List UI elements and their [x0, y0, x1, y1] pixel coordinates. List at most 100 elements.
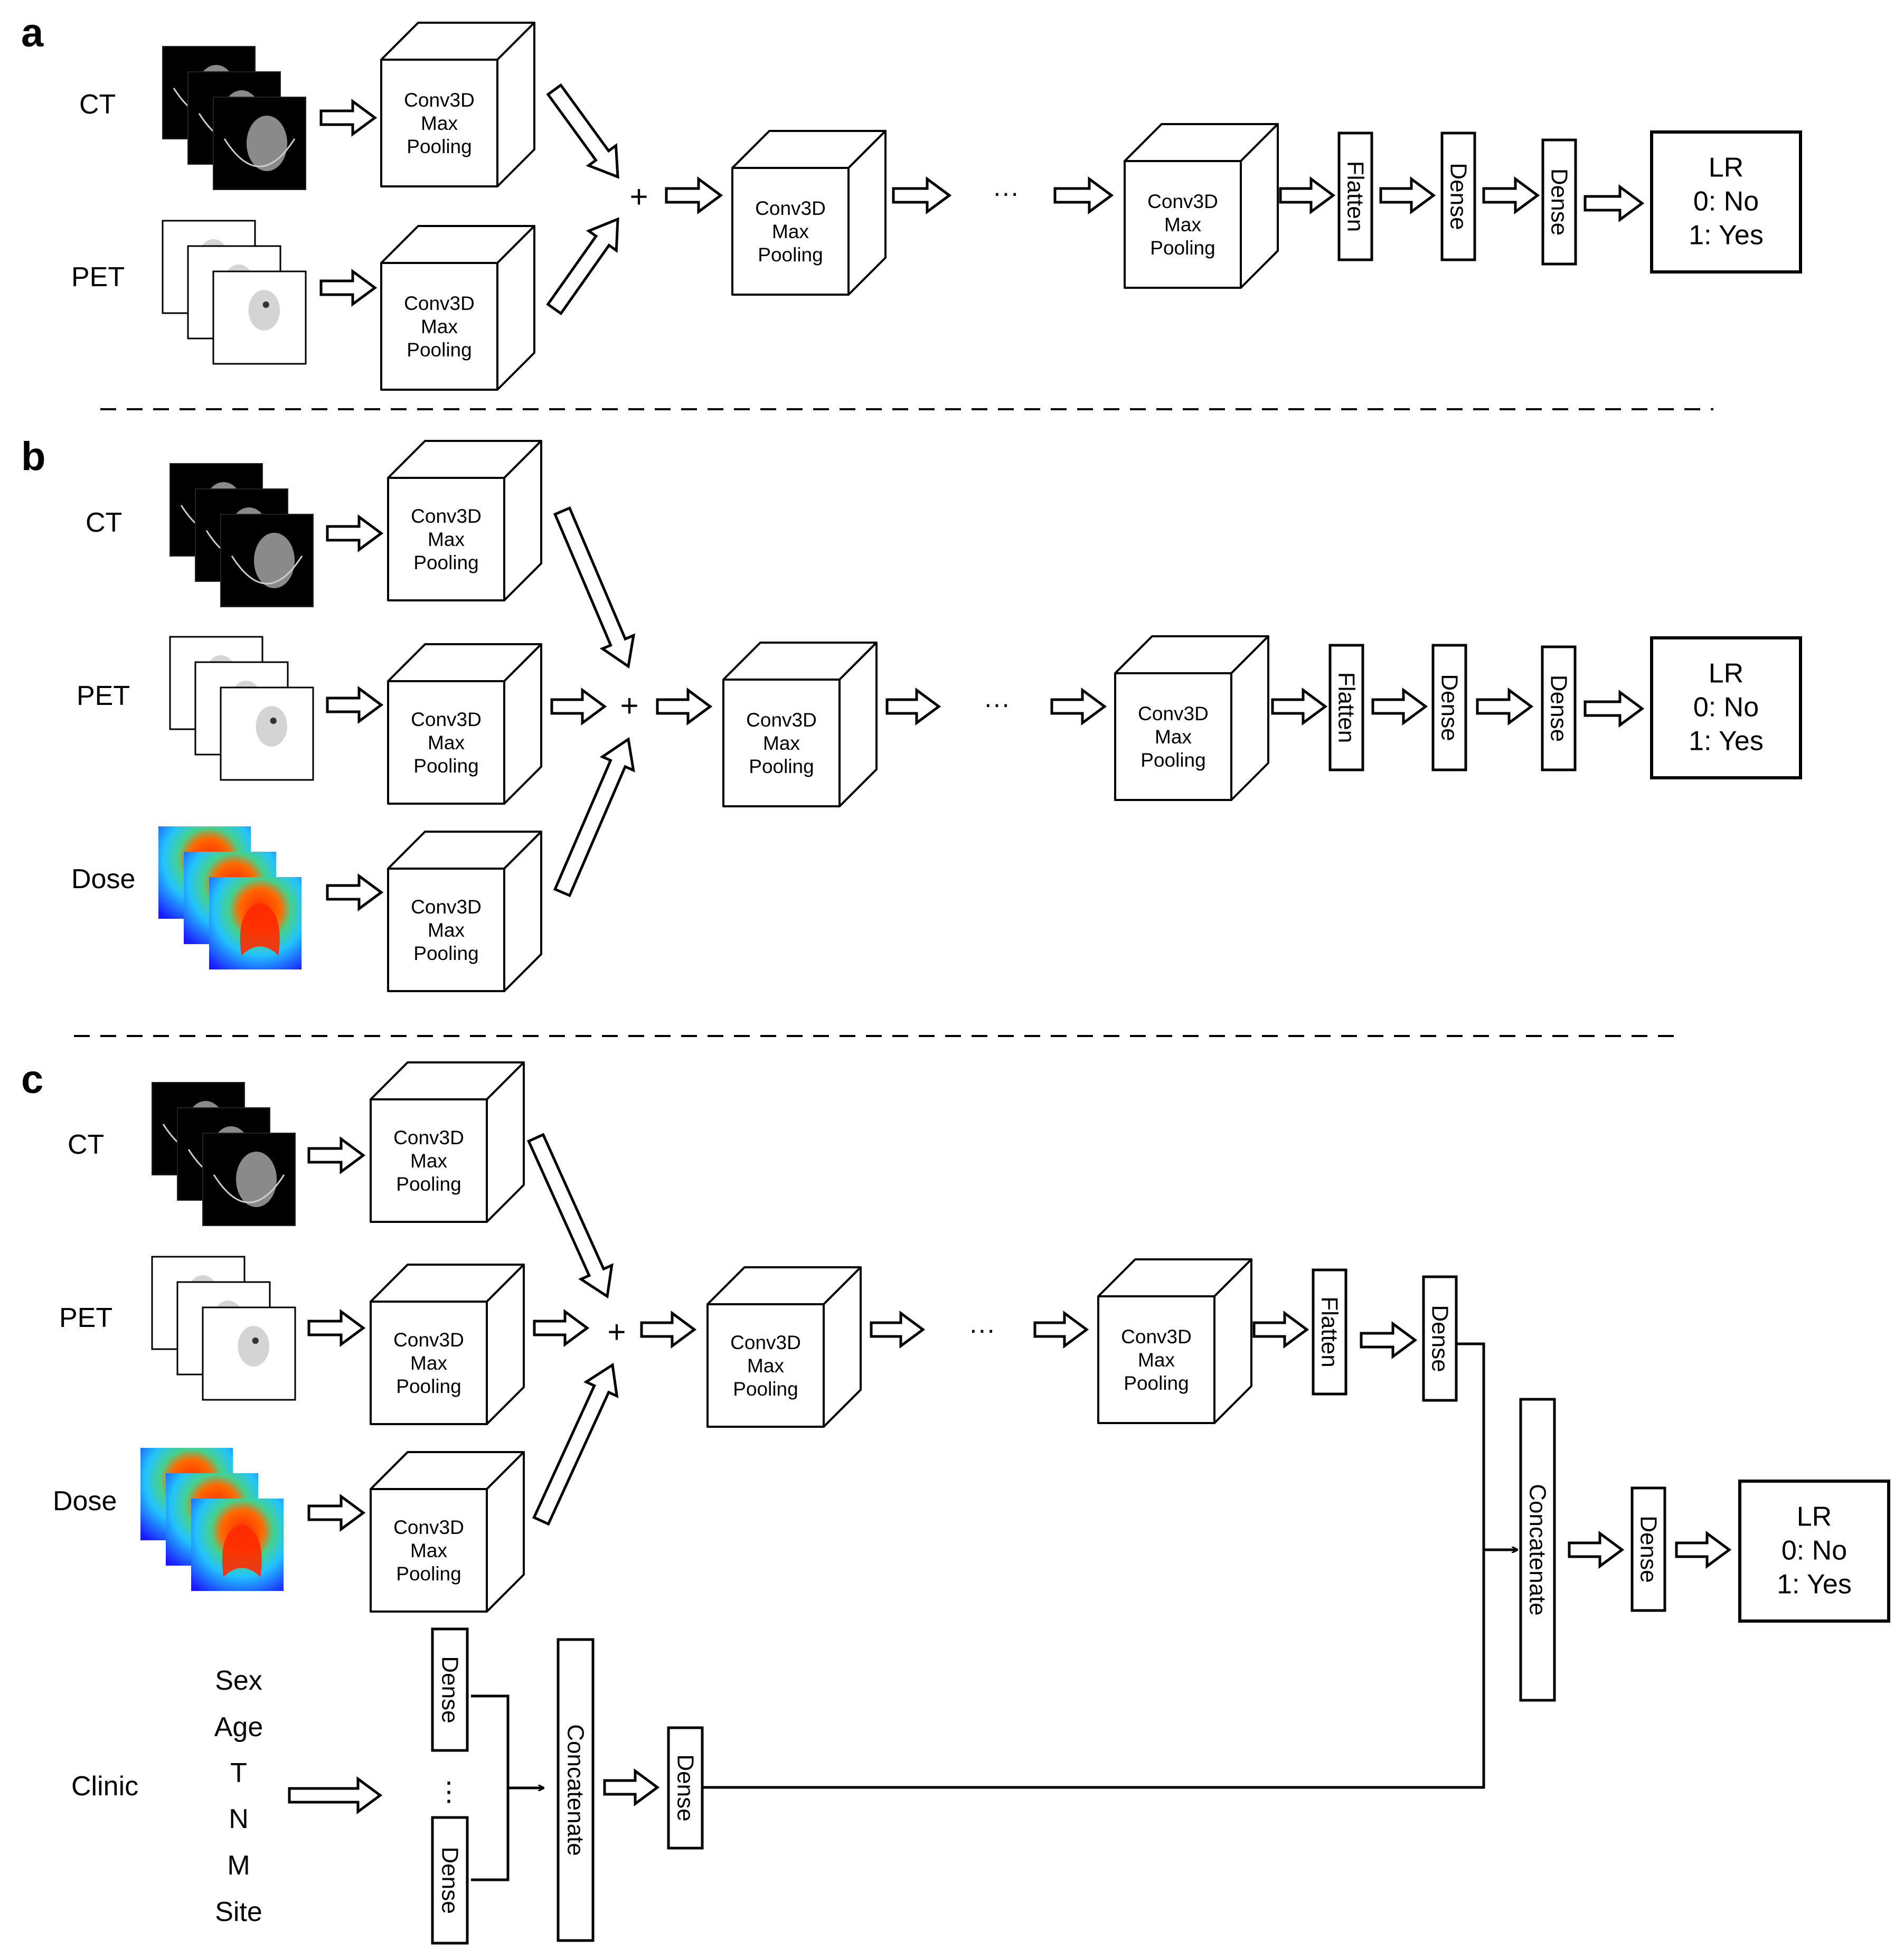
- conv-layer-text: Conv3D: [730, 1332, 801, 1353]
- conv-layer-text: Max: [1164, 214, 1201, 236]
- panel-b-flatten-arrow: [1371, 687, 1428, 726]
- panel-label-a: a: [21, 11, 44, 55]
- conv-layer-text: Pooling: [758, 244, 823, 266]
- panel-c-clinic-concat-arrow: [603, 1768, 660, 1806]
- dose-hot-region: [222, 1524, 262, 1577]
- cube-front-face: [387, 868, 505, 992]
- panel-c-concat-arrow: [1568, 1531, 1625, 1569]
- conv-layer-text: Conv3D: [411, 896, 482, 918]
- cube-front-face: [380, 262, 498, 391]
- panel-c-merge-arrow-top: [526, 1133, 614, 1299]
- pet-tissue: [248, 290, 280, 331]
- panel-c-plus-arrow: [640, 1311, 697, 1349]
- conv-layer-text: Pooling: [396, 1376, 461, 1397]
- panel-c-dose-arrow: [307, 1494, 366, 1532]
- clinic-dense-bracket: [471, 1694, 544, 1881]
- panel-b-merge-arrow-top: [553, 506, 636, 669]
- cube-front-face: [380, 59, 498, 187]
- panel-b-dense-2: Dense: [1541, 645, 1577, 771]
- panel-c-flatten-arrow: [1360, 1321, 1418, 1359]
- output-box-frame: [1738, 1480, 1890, 1623]
- panel-a-flatten-label: Flatten: [1343, 161, 1369, 232]
- clinical-feature-n: N: [229, 1804, 249, 1834]
- pet-hotspot: [262, 301, 269, 308]
- output-line: 1: Yes: [1689, 726, 1764, 757]
- conv-layer-text: Pooling: [413, 943, 478, 964]
- conv-layer-text: Max: [410, 1150, 447, 1172]
- conv-layer-text: Conv3D: [1138, 703, 1209, 724]
- panel-c-clinic-dense-1-label: Dense: [437, 1656, 463, 1723]
- panel-c-ct-stack: [152, 1082, 296, 1226]
- panel-b-pet-arrow: [326, 686, 384, 724]
- panel-c-pet-merge-arrow: [533, 1309, 590, 1347]
- panel-b-flatten: Flatten: [1328, 644, 1364, 771]
- panel-c-clinic-dense-1: Dense: [431, 1627, 469, 1752]
- panel-a-convn-arrow: [1279, 176, 1336, 214]
- panel-a-pet-stack: [162, 220, 307, 365]
- clinical-feature-m: M: [227, 1850, 250, 1881]
- panel-a-conv2-arrow: [892, 176, 952, 214]
- ct-table-arc: [223, 138, 296, 167]
- panel-c-clinic-arrow: [288, 1776, 383, 1814]
- panel-a-ct-label: CT: [79, 89, 116, 120]
- panel-b-dense-1: Dense: [1431, 644, 1467, 771]
- clinic-vertical-ellipsis: ⋮: [436, 1777, 462, 1806]
- conv-layer-text: Conv3D: [746, 709, 817, 731]
- panel-a-dense-2-box: [1541, 138, 1577, 266]
- ct-table-arc: [231, 555, 303, 585]
- panel-c-clinic-dense-3-label: Dense: [673, 1754, 699, 1821]
- panel-a-merge-arrow-top: [546, 83, 619, 179]
- panel-b-dose-label: Dose: [71, 864, 135, 894]
- conv-layer-text: Conv3D: [1121, 1326, 1192, 1348]
- panel-c-flatten-label: Flatten: [1317, 1296, 1343, 1368]
- panel-a-plus-arrow: [665, 176, 723, 214]
- panel-b-dense-1-box: [1431, 644, 1467, 771]
- cube-front-face: [731, 167, 850, 296]
- conv-layer-text: Conv3D: [411, 505, 482, 527]
- panel-c-dense-1-label: Dense: [1427, 1305, 1453, 1372]
- panel-c-dose-label: Dose: [53, 1486, 117, 1517]
- panel-a-dense-1-box: [1440, 131, 1476, 261]
- panel-b-plus-arrow: [656, 687, 713, 726]
- panel-c-clinic-dense-1-box: [431, 1627, 469, 1752]
- panel-c-pet-label: PET: [59, 1303, 112, 1333]
- panel-c-dense-1-box: [1422, 1275, 1458, 1402]
- pet-tissue: [238, 1326, 269, 1367]
- panel-c-dense-final-box: [1630, 1486, 1666, 1612]
- panel-c-dose-stack: [140, 1448, 284, 1591]
- panel-c-dense-final: Dense: [1630, 1486, 1666, 1612]
- panel-a-pet-arrow: [319, 269, 378, 307]
- panel-c-clinic-dense-2-box: [431, 1816, 469, 1945]
- output-line: 0: No: [1782, 1536, 1847, 1566]
- pet-tissue: [256, 706, 287, 747]
- panel-a-dense-2-label: Dense: [1547, 168, 1572, 236]
- panel-b-dense-1-label: Dense: [1437, 674, 1463, 741]
- conv-layer-text: Conv3D: [411, 709, 482, 730]
- panel-b-dense-2-box: [1541, 645, 1577, 771]
- panel-c-output: LR0: No1: Yes: [1738, 1480, 1890, 1623]
- output-line: LR: [1797, 1502, 1832, 1532]
- clinical-feature-sex: Sex: [215, 1665, 262, 1696]
- panel-b-convn-arrow: [1271, 687, 1328, 726]
- conv-layer-text: Max: [428, 919, 465, 941]
- conv-layer-text: Pooling: [1140, 749, 1205, 771]
- conv-layer-text: Conv3D: [393, 1127, 464, 1148]
- conv-layer-text: Pooling: [407, 339, 472, 361]
- conv-layer-text: Max: [410, 1540, 447, 1561]
- panel-c-concatenate-main-box: [1519, 1398, 1556, 1702]
- panel-b-merge-arrow-bottom: [553, 737, 635, 898]
- panel-a-flatten-box: [1337, 131, 1373, 261]
- panel-b-output: LR0: No1: Yes: [1650, 636, 1802, 779]
- panel-b-flatten-label: Flatten: [1334, 672, 1360, 743]
- pet-hotspot: [270, 717, 277, 724]
- panel-c-clinic-label: Clinic: [71, 1771, 138, 1802]
- panel-c-merge-arrow-bottom: [532, 1362, 619, 1526]
